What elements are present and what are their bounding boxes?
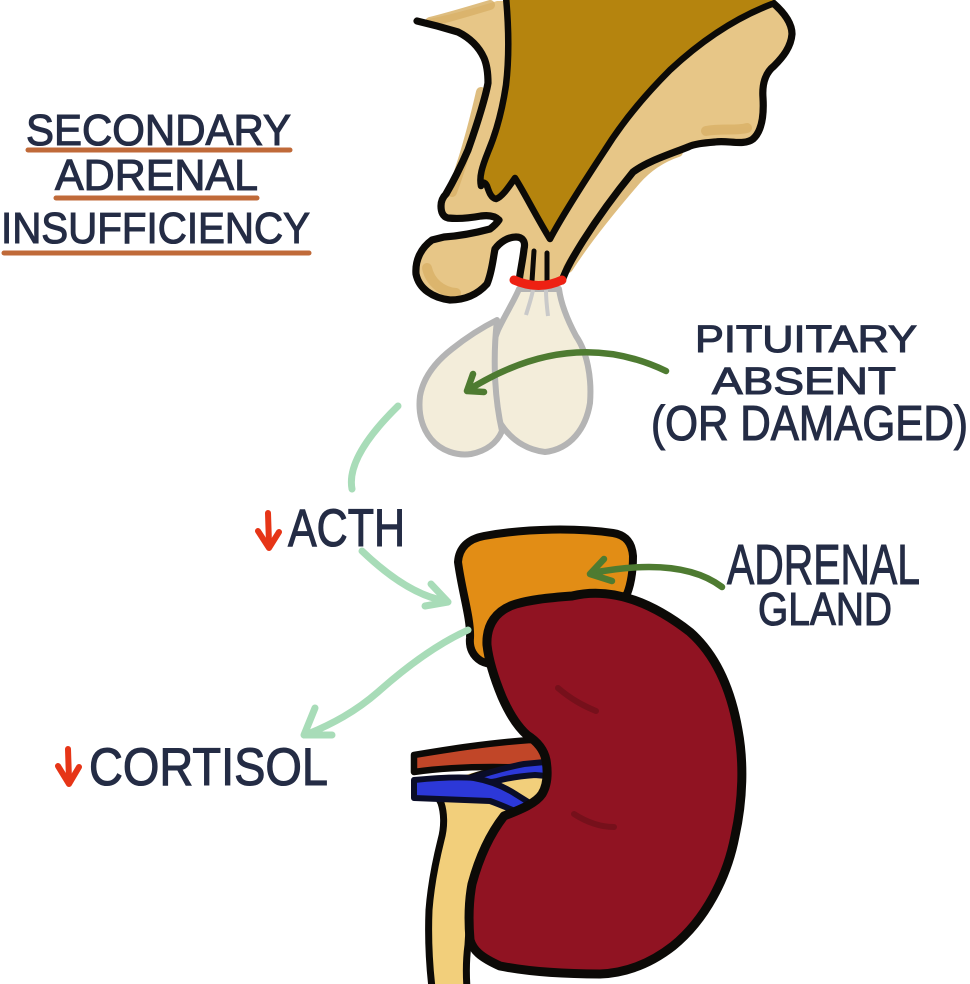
svg-text:(OR DAMAGED): (OR DAMAGED) xyxy=(651,397,968,451)
svg-text:ADRENAL: ADRENAL xyxy=(727,533,920,597)
svg-text:SECONDARY: SECONDARY xyxy=(26,106,291,155)
svg-text:PITUITARY: PITUITARY xyxy=(695,319,917,361)
svg-text:INSUFFICIENCY: INSUFFICIENCY xyxy=(1,204,310,253)
svg-text:ABSENT: ABSENT xyxy=(712,361,896,403)
svg-text:ACTH: ACTH xyxy=(288,499,405,558)
svg-text:GLAND: GLAND xyxy=(758,583,892,635)
svg-text:ADRENAL: ADRENAL xyxy=(55,151,258,200)
svg-text:CORTISOL: CORTISOL xyxy=(89,738,328,797)
